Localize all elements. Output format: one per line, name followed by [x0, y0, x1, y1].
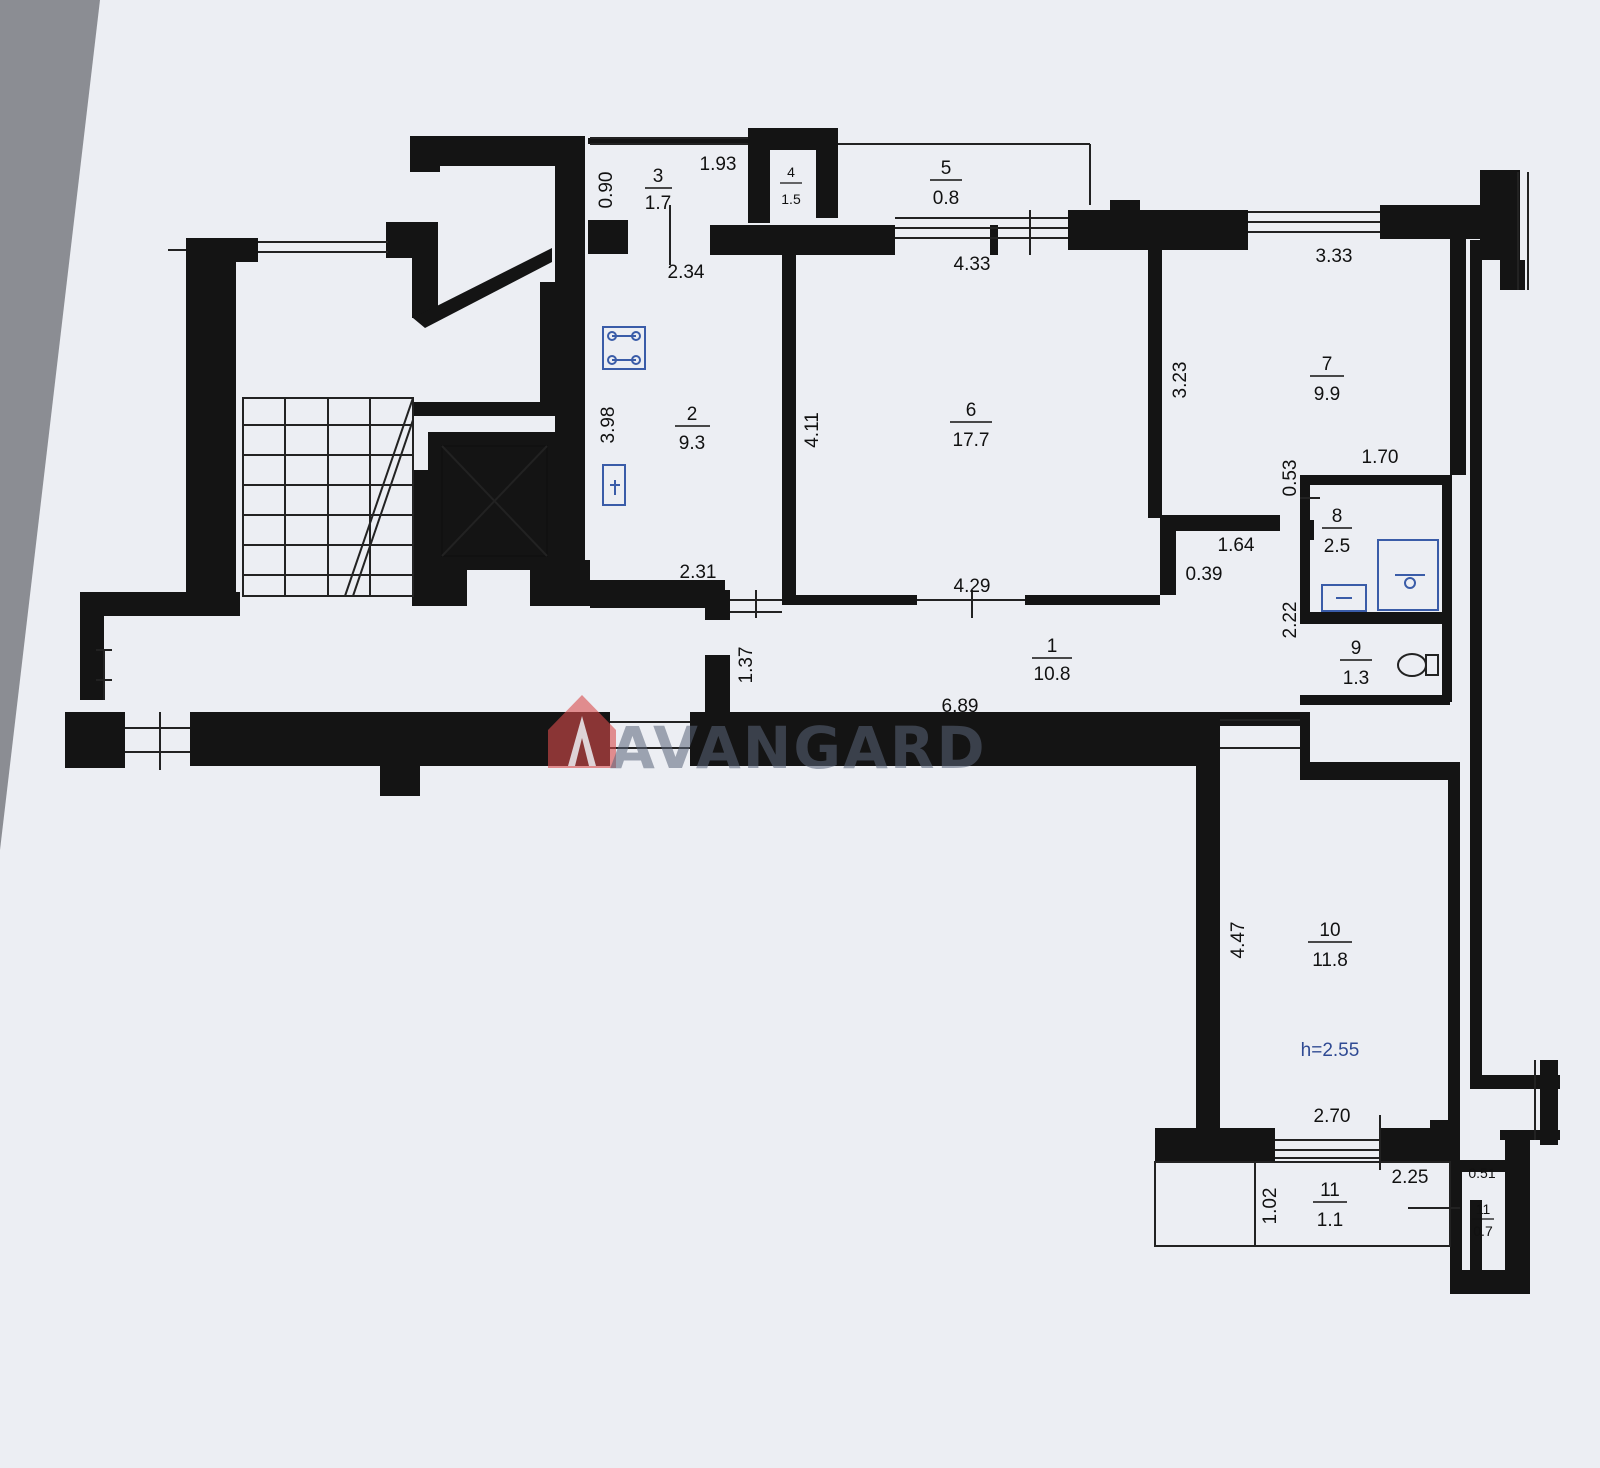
room-area: 9.9: [1314, 384, 1340, 405]
dimension: 0.39: [1186, 564, 1223, 585]
room-number: 1: [1047, 636, 1058, 657]
room-3-label: 3 1.7: [645, 166, 672, 214]
dimension: 0.53: [1280, 460, 1301, 497]
kitchen-sink-icon: [602, 464, 626, 506]
room-area: 1.3: [1343, 668, 1369, 689]
dimension: 4.33: [954, 254, 991, 275]
room-9-label: 9 1.3: [1340, 638, 1372, 689]
room-number: 10: [1319, 920, 1340, 941]
dimension: 6.89: [942, 696, 979, 717]
dimension: 2.25: [1392, 1167, 1429, 1188]
thin-lines: [96, 137, 1536, 1247]
dimension: 3.33: [1316, 246, 1353, 267]
room-11-label: 11 1.1: [1313, 1180, 1347, 1231]
dimension: 2.31: [680, 562, 717, 583]
room-area: 0.8: [933, 188, 959, 209]
room-number: 4: [787, 164, 795, 180]
dimension: 2.34: [668, 262, 705, 283]
room-4-label: 4 1.5: [780, 164, 802, 207]
ceiling-height-label: h=2.55: [1301, 1040, 1360, 1061]
bathroom-sink-icon: [1321, 584, 1367, 612]
dimension: 2.70: [1314, 1106, 1351, 1127]
dimension: 3.98: [598, 407, 619, 444]
stove-icon: [602, 326, 646, 370]
dimension: 2.22: [1280, 602, 1301, 639]
room-8-label: 8 2.5: [1322, 506, 1352, 557]
dimension: 4.29: [954, 576, 991, 597]
room-area: 2.5: [1324, 536, 1350, 557]
dimension: 1.64: [1218, 535, 1255, 556]
room-number: 5: [941, 158, 952, 179]
fixtures: [602, 326, 1439, 677]
room-11-small-label: 11 0.7: [1472, 1201, 1494, 1239]
room-number: 11: [1320, 1180, 1340, 1201]
watermark: AVANGARD: [548, 695, 987, 782]
room-area: 17.7: [953, 430, 990, 451]
room-number: 6: [966, 400, 977, 421]
room-area: 0.7: [1473, 1223, 1493, 1239]
toilet-icon: [1397, 653, 1439, 677]
room-number: 11: [1476, 1201, 1491, 1217]
shower-icon: [1377, 539, 1439, 611]
room-number: 3: [653, 166, 664, 187]
room-area: 1.5: [781, 191, 801, 207]
room-area: 1.7: [645, 193, 671, 214]
dimension: 4.47: [1228, 922, 1249, 959]
dimension-labels: 0.90 1.93 2.34 3.98 2.31 4.11 4.33 4.29 …: [596, 154, 1496, 1224]
room-7-label: 7 9.9: [1310, 354, 1344, 405]
room-area: 9.3: [679, 433, 705, 454]
dimension: 4.11: [802, 412, 823, 448]
room-number: 9: [1351, 638, 1362, 659]
dimension: 1.02: [1260, 1188, 1281, 1225]
dimension: 3.23: [1170, 362, 1191, 399]
room-number: 2: [687, 404, 698, 425]
room-6-label: 6 17.7: [950, 400, 992, 451]
house-logo-icon: [548, 695, 616, 768]
dimension: 0.90: [596, 172, 617, 209]
room-1-label: 1 10.8: [1032, 636, 1072, 685]
room-10-label: 10 11.8: [1308, 920, 1352, 971]
room-number: 8: [1332, 506, 1343, 527]
watermark-text: AVANGARD: [610, 714, 987, 782]
room-5-label: 5 0.8: [930, 158, 962, 209]
dimension: 1.70: [1362, 447, 1399, 468]
dimension: 0.51: [1468, 1165, 1495, 1181]
room-area: 11.8: [1312, 950, 1348, 971]
dimension: 1.93: [700, 154, 737, 175]
room-labels: 1 10.8 2 9.3 3 1.7 4 1.5 5 0.8 6 17.7: [645, 158, 1494, 1239]
dimension: 1.37: [736, 647, 757, 684]
room-number: 7: [1322, 354, 1333, 375]
room-2-label: 2 9.3: [675, 404, 710, 454]
room-area: 1.1: [1317, 1210, 1343, 1231]
room-area: 10.8: [1034, 664, 1071, 685]
